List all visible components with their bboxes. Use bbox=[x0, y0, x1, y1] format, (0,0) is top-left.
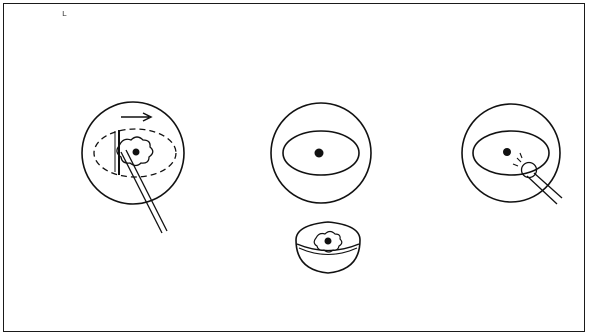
equator-line-inner bbox=[299, 248, 357, 255]
bubble-spray bbox=[513, 153, 522, 166]
nucleus bbox=[503, 148, 511, 156]
equator-line bbox=[297, 244, 359, 251]
panel-eye-center bbox=[271, 103, 371, 203]
capsule-opening bbox=[473, 131, 549, 175]
panel-eye-right bbox=[462, 104, 562, 204]
instrument-shaft-a bbox=[121, 152, 162, 233]
panel-lens-section bbox=[296, 222, 360, 273]
nucleus bbox=[325, 238, 332, 245]
nucleus bbox=[315, 149, 324, 158]
eye-outline bbox=[462, 104, 560, 202]
pupil bbox=[133, 149, 140, 156]
panel-eye-left bbox=[82, 102, 184, 233]
direction-arrow bbox=[121, 113, 151, 121]
